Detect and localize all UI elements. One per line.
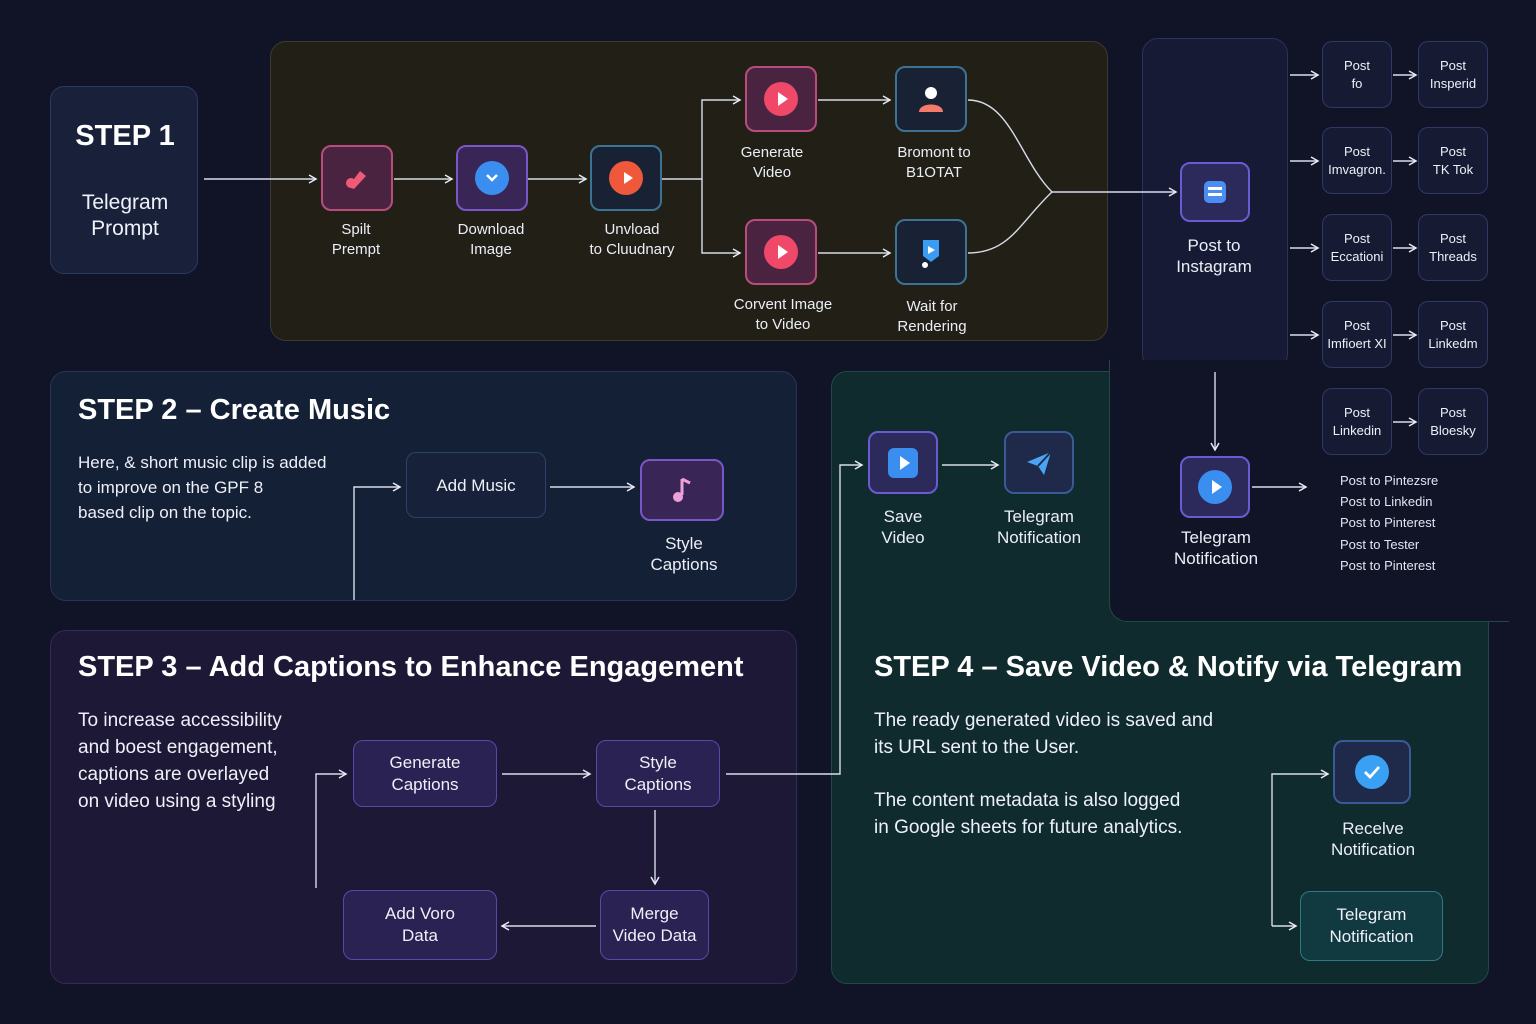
- step3-description: To increase accessibility and boest enga…: [78, 710, 282, 812]
- post-instagram-node[interactable]: [1180, 162, 1250, 222]
- bromont-label: Bromont to B1OTAT: [897, 144, 971, 181]
- upload-cloudinary-label: Unvload to Cluudnary: [589, 221, 675, 258]
- post-linkedin[interactable]: Post Linkedin: [1322, 388, 1392, 455]
- add-voro-data-node[interactable]: Add Voro Data: [343, 890, 497, 960]
- wait-rendering-label: Wait for Rendering: [897, 298, 967, 335]
- style-captions-s2-node[interactable]: [640, 459, 724, 521]
- telegram-notification-right-node[interactable]: [1180, 456, 1250, 518]
- step3-title: STEP 3 – Add Captions to Enhance Engagem…: [78, 651, 744, 683]
- window-icon: [1204, 181, 1226, 203]
- post-list-item[interactable]: Post to Tester: [1340, 536, 1420, 552]
- play-icon: [764, 235, 798, 269]
- telegram-notification-s4-node[interactable]: [1004, 431, 1074, 494]
- generate-captions-node[interactable]: Generate Captions: [353, 740, 497, 807]
- bromont-node[interactable]: [895, 66, 967, 132]
- play-icon: [1198, 470, 1232, 504]
- receive-notification-node[interactable]: [1333, 740, 1411, 804]
- play-icon: [764, 82, 798, 116]
- pencil-icon: [346, 171, 366, 189]
- post-threads[interactable]: Post Threads: [1418, 214, 1488, 281]
- user-icon: [919, 87, 943, 112]
- post-list: Post to Pintezsre Post to Linkedin Post …: [1318, 470, 1488, 584]
- step1-title: STEP 1: [75, 120, 175, 152]
- download-image-node[interactable]: [456, 145, 528, 211]
- step2-description: Here, & short music clip is added to imp…: [78, 453, 327, 522]
- telegram-notification-right-label: Telegram Notification: [1173, 528, 1259, 568]
- convert-image-label: Corvent Image to Video: [733, 296, 833, 333]
- generate-video-label: Generate Video: [740, 144, 804, 181]
- post-bloesky[interactable]: Post Bloesky: [1418, 388, 1488, 455]
- save-video-label: Save Video: [881, 507, 925, 547]
- play-icon: [609, 161, 643, 195]
- split-prompt-label: Spilt Prempt: [331, 221, 381, 258]
- generate-video-node[interactable]: [745, 66, 817, 132]
- post-list-item[interactable]: Post to Pintezsre: [1340, 473, 1439, 488]
- telegram-icon: [1027, 450, 1052, 475]
- post-list-item[interactable]: Post to Pinterest: [1340, 515, 1436, 531]
- post-imvagron[interactable]: Post Imvagron.: [1322, 127, 1392, 194]
- convert-image-node[interactable]: [745, 219, 817, 285]
- step2-title: STEP 2 – Create Music: [78, 394, 391, 426]
- check-circle-icon: [1355, 755, 1389, 789]
- post-list-item[interactable]: Post to Linkedin: [1340, 494, 1433, 510]
- step4-description-1: The ready generated video is saved and i…: [874, 710, 1214, 758]
- save-video-node[interactable]: [868, 431, 938, 494]
- wait-rendering-node[interactable]: [895, 219, 967, 285]
- post-list-item[interactable]: Post to Pinterest: [1340, 557, 1436, 573]
- upload-cloudinary-node[interactable]: [590, 145, 662, 211]
- split-prompt-node[interactable]: [321, 145, 393, 211]
- post-tiktok[interactable]: Post TK Tok: [1418, 127, 1488, 194]
- post-instagram-label: Post to Instagram: [1176, 236, 1252, 276]
- step4-title: STEP 4 – Save Video & Notify via Telegra…: [874, 651, 1463, 683]
- merge-video-data-node[interactable]: Merge Video Data: [600, 890, 709, 960]
- telegram-notification-s4-label: Telegram Notification: [996, 507, 1082, 547]
- location-pin-icon: [922, 240, 939, 268]
- video-icon: [888, 447, 918, 478]
- download-image-label: Download Image: [457, 221, 525, 258]
- add-music-node[interactable]: Add Music: [406, 452, 546, 518]
- post-eccationi[interactable]: Post Eccationi: [1322, 214, 1392, 281]
- step1-subtitle: Telegram Prompt: [81, 191, 169, 240]
- top-flow-panel: [270, 41, 1108, 341]
- style-captions-s3-node[interactable]: Style Captions: [596, 740, 720, 807]
- music-note-icon: [673, 477, 691, 502]
- receive-notification-label: Recelve Notification: [1330, 819, 1416, 859]
- telegram-notification-box[interactable]: Telegram Notification: [1300, 891, 1443, 961]
- post-imfioert[interactable]: Post Imfioert XI: [1322, 301, 1392, 368]
- step4-description-2: The content metadata is also logged in G…: [874, 790, 1183, 838]
- style-captions-s2-label: Style Captions: [650, 534, 718, 574]
- post-linkedm[interactable]: Post Linkedm: [1418, 301, 1488, 368]
- post-fo[interactable]: Post fo: [1322, 41, 1392, 108]
- post-insperid[interactable]: Post Insperid: [1418, 41, 1488, 108]
- step1-card[interactable]: [50, 86, 198, 274]
- chevron-down-icon: [475, 161, 509, 195]
